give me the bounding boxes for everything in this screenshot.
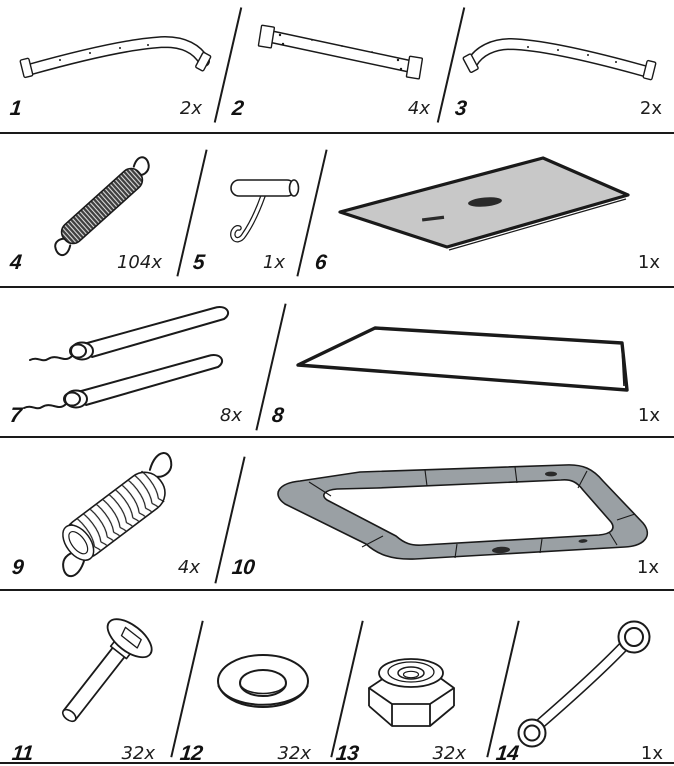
part-8-quantity: 1x — [637, 405, 660, 426]
part-8-number: 8 — [270, 404, 285, 427]
part-5-number: 5 — [191, 251, 206, 274]
part-11-quantity: 32x — [121, 743, 155, 764]
row-separator — [0, 286, 674, 288]
washer-icon — [208, 648, 323, 726]
row-separator — [0, 762, 674, 764]
part-14-number: 14 — [494, 742, 520, 765]
part-13-quantity: 32x — [432, 743, 466, 764]
cell-divider — [170, 620, 204, 758]
jumping-mat-icon — [336, 148, 641, 256]
part-4-quantity: 104x — [116, 252, 162, 273]
part-4-number: 4 — [8, 251, 23, 274]
straight-rail-icon — [250, 15, 435, 90]
part-7-number: 7 — [8, 404, 23, 427]
part-3-quantity: 2x — [639, 98, 662, 119]
small-tension-spring-icon — [25, 150, 165, 257]
part-2-quantity: 4x — [407, 98, 430, 119]
frame-pad-icon — [265, 458, 665, 570]
part-3-number: 3 — [453, 97, 468, 120]
part-6-number: 6 — [313, 251, 328, 274]
part-14-quantity: 1x — [640, 743, 663, 764]
part-10-number: 10 — [230, 556, 256, 579]
curved-rail-left-icon — [18, 28, 218, 90]
part-7-quantity: 8x — [219, 405, 242, 426]
part-1-number: 1 — [8, 97, 23, 120]
part-1-quantity: 2x — [179, 98, 202, 119]
cover-sheet-icon — [290, 312, 638, 414]
part-13-number: 13 — [334, 742, 360, 765]
part-11-number: 11 — [10, 742, 35, 765]
part-12-number: 12 — [178, 742, 204, 765]
part-2-number: 2 — [230, 97, 245, 120]
row-separator — [0, 132, 674, 134]
part-9-number: 9 — [10, 556, 25, 579]
part-12-quantity: 32x — [277, 743, 311, 764]
ring-wrench-icon — [512, 615, 657, 755]
part-9-quantity: 4x — [177, 557, 200, 578]
row-separator — [0, 589, 674, 591]
curved-rail-right-icon — [460, 30, 660, 92]
carriage-bolt-icon — [35, 605, 165, 745]
part-6-quantity: 1x — [637, 252, 660, 273]
wire-clip-pair-icon — [18, 295, 263, 410]
row-separator — [0, 436, 674, 438]
large-tension-spring-icon — [38, 448, 228, 583]
cell-divider — [330, 620, 364, 758]
part-10-quantity: 1x — [636, 557, 659, 578]
spring-pull-tool-icon — [218, 155, 323, 255]
lock-nut-icon — [360, 642, 465, 737]
part-5-quantity: 1x — [262, 252, 285, 273]
